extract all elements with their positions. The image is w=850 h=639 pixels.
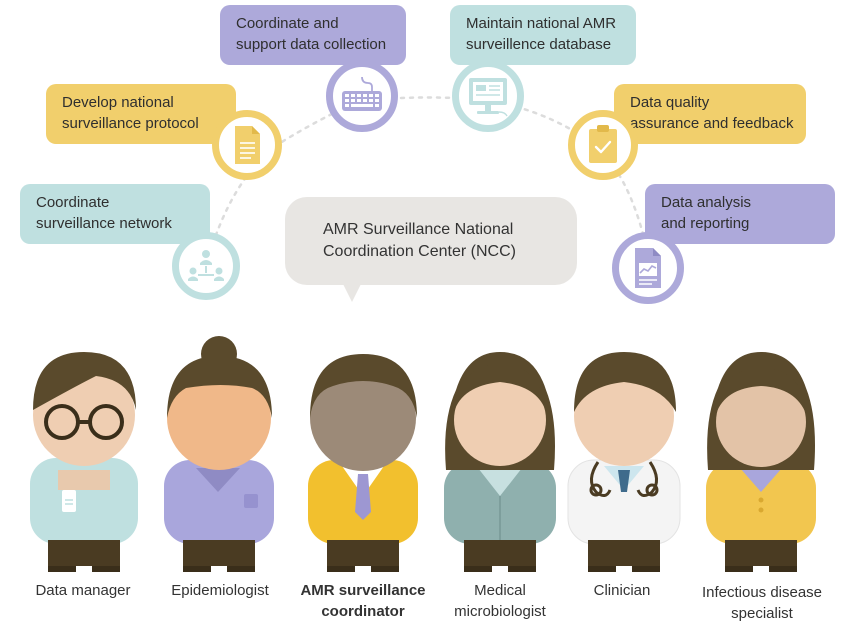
person-label-clinician: Clinician bbox=[593, 582, 651, 599]
function-label-line2: assurance and feedback bbox=[630, 115, 794, 132]
network-icon bbox=[172, 232, 240, 300]
function-box-data-collection: Coordinate and support data collection bbox=[220, 5, 406, 65]
specialist-figure bbox=[706, 352, 816, 572]
epidemiologist-figure bbox=[164, 336, 274, 572]
ncc-speech-bubble: AMR Surveillance National Coordination C… bbox=[285, 197, 577, 285]
ncc-title-line2: Coordination Center (NCC) bbox=[323, 243, 516, 260]
function-box-develop-protocol: Develop national surveillance protocol bbox=[46, 84, 236, 144]
person-label-data-manager: Data manager bbox=[35, 582, 131, 599]
function-label-line2: surveillance network bbox=[36, 215, 172, 232]
report-chart-icon bbox=[612, 232, 684, 304]
speech-bubble-tail bbox=[343, 284, 361, 302]
ncc-title-line1: AMR Surveillance National bbox=[323, 221, 514, 238]
keyboard-icon bbox=[326, 60, 398, 132]
data-manager-figure bbox=[30, 352, 138, 572]
clinician-figure bbox=[567, 352, 681, 572]
function-label-line1: Maintain national AMR bbox=[466, 15, 617, 32]
microbiologist-figure bbox=[444, 352, 556, 572]
function-label-line2: surveillence database bbox=[466, 36, 612, 53]
function-label-line1: Data quality bbox=[630, 94, 710, 111]
function-label-line2: and reporting bbox=[661, 215, 750, 232]
function-label-line1: Coordinate bbox=[36, 194, 110, 211]
coordinator-figure bbox=[308, 354, 418, 572]
function-box-database: Maintain national AMR surveillence datab… bbox=[450, 5, 636, 65]
function-box-data-quality: Data quality assurance and feedback bbox=[614, 84, 806, 144]
function-label-line1: Data analysis bbox=[661, 194, 752, 211]
function-box-coordinate-network: Coordinate surveillance network bbox=[20, 184, 210, 244]
function-label-line2: support data collection bbox=[236, 36, 387, 53]
function-label-line2: surveillance protocol bbox=[62, 115, 199, 132]
function-label-line1: Develop national bbox=[62, 94, 174, 111]
person-label-epidemiologist: Epidemiologist bbox=[171, 582, 269, 599]
function-label-line1: Coordinate and bbox=[236, 15, 339, 32]
person-label-specialist: Infectious disease specialist bbox=[701, 584, 823, 622]
monitor-icon bbox=[452, 60, 524, 132]
clipboard-check-icon bbox=[568, 110, 638, 180]
function-box-analysis: Data analysis and reporting bbox=[645, 184, 835, 244]
person-label-coordinator: AMR surveillance coordinator bbox=[300, 582, 426, 620]
person-label-microbiologist: Medical microbiologist bbox=[454, 582, 546, 620]
document-icon bbox=[212, 110, 282, 180]
